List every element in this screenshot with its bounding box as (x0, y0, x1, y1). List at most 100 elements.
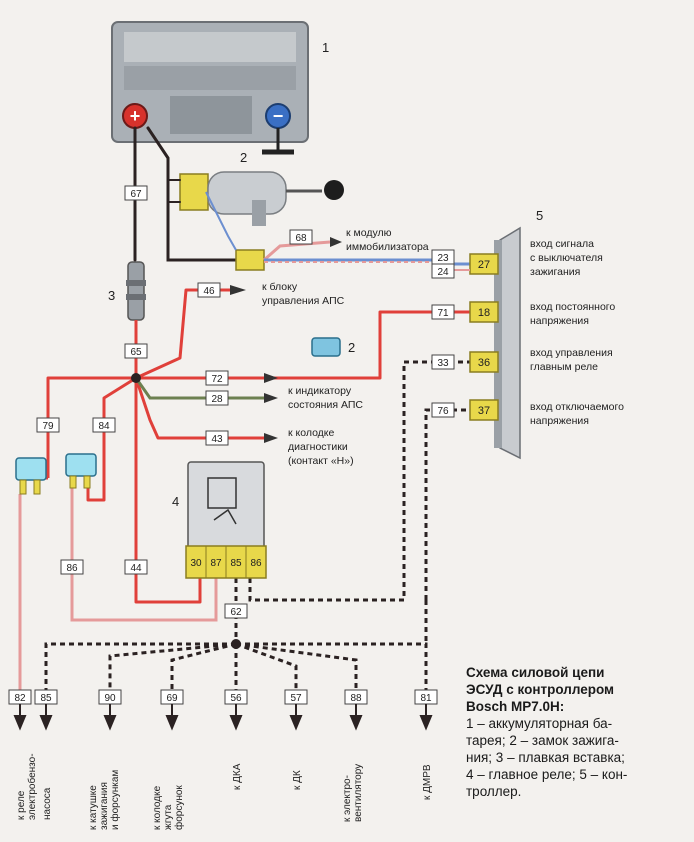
relay-pin-85: 85 (230, 558, 242, 569)
main-relay: 4 (172, 461, 267, 579)
out-label-1b: электробензо- (26, 753, 38, 820)
annot-aps-ind-1: к индикатору (288, 385, 352, 397)
caption-title-3: Bosch MP7.0H: (466, 699, 565, 714)
label-pin-18-2: напряжения (530, 315, 589, 327)
caption-title-2: ЭСУД с контроллером (466, 682, 615, 697)
wire-68: 68 (295, 233, 307, 244)
wire-67: 67 (130, 189, 142, 200)
svg-text:к электро- вентилятору: к электро- вентилятору (342, 764, 364, 822)
svg-text:к ДКА: к ДКА (232, 763, 243, 790)
wire-33: 33 (437, 358, 449, 369)
wire-71: 71 (437, 308, 449, 319)
controller: 5 (494, 208, 543, 460)
relay-pin-87: 87 (210, 558, 222, 569)
fusible-link: 3 (108, 261, 146, 321)
relay-pin-30: 30 (190, 558, 202, 569)
fusible-link-number: 3 (108, 288, 115, 303)
annot-immo-1: к модулю (346, 227, 392, 239)
out-num-5: 56 (230, 693, 242, 704)
out-num-6: 57 (290, 693, 302, 704)
out-label-6: к ДК (292, 770, 303, 790)
battery-number: 1 (322, 40, 329, 55)
out-label-2: насоса (42, 787, 53, 820)
pin-27: 27 (478, 259, 490, 271)
wire-86: 86 (66, 563, 78, 574)
wire-62: 62 (230, 607, 242, 618)
annot-diag-2: диагностики (288, 441, 348, 453)
out-label-3c: и форсункам (109, 770, 121, 830)
key-icon (324, 180, 344, 200)
out-num-1: 82 (14, 693, 26, 704)
fuse-block-left (15, 453, 97, 495)
label-pin-37-1: вход отключаемого (530, 401, 624, 413)
caption-line-3: ния; 3 – плавкая вставка; (466, 750, 625, 765)
fuse-2-number: 2 (348, 340, 355, 355)
battery-minus-sign: − (273, 106, 284, 126)
out-num-2: 85 (40, 693, 52, 704)
label-pin-18-1: вход постоянного (530, 301, 615, 313)
label-pin-27-1: вход сигнала (530, 238, 594, 250)
figure-caption: Схема силовой цепи ЭСУД с контроллером B… (466, 664, 688, 800)
svg-text:к колодке жгута фо: к колодке жгута форсунок (152, 783, 185, 830)
control-network-dashed (44, 360, 470, 690)
annot-diag-3: (контакт «Н») (288, 455, 354, 467)
svg-text:насоса: насоса (42, 787, 53, 820)
pin-18: 18 (478, 307, 490, 319)
svg-text:к катушке зажигания: к катушке зажигания и форсункам (88, 770, 121, 830)
label-pin-37-2: напряжения (530, 415, 589, 427)
relay-pin-86: 86 (250, 558, 262, 569)
controller-pins (469, 253, 499, 421)
battery-plus-sign: + (130, 106, 141, 126)
out-label-4c: форсунок (173, 785, 185, 830)
out-label-8: к ДМРВ (422, 764, 433, 800)
annot-aps-block-1: к блоку (262, 281, 298, 293)
out-label-7b: вентилятору (353, 764, 364, 822)
wire-72: 72 (211, 374, 223, 385)
pin-37: 37 (478, 405, 490, 417)
out-label-4a: к колодке (152, 785, 163, 830)
annot-aps-ind-2: состояния АПС (288, 399, 363, 411)
svg-text:к ДК: к ДК (292, 770, 303, 790)
ignition-switch: 2 (179, 150, 344, 226)
out-num-4: 69 (166, 693, 178, 704)
label-pin-27-3: зажигания (530, 266, 580, 278)
svg-text:к реле электробензо-: к реле электробензо- (16, 753, 38, 820)
wire-aps-indicator (134, 377, 264, 400)
caption-title-1: Схема силовой цепи (466, 665, 605, 680)
out-label-5: к ДКА (232, 763, 243, 790)
wire-46: 46 (203, 286, 215, 297)
out-num-3: 90 (104, 693, 116, 704)
out-label-1a: к реле (16, 790, 27, 820)
wire-76: 76 (437, 406, 449, 417)
label-pin-36-1: вход управления (530, 347, 613, 359)
wire-65: 65 (130, 347, 142, 358)
wire-84: 84 (98, 421, 110, 432)
out-label-3a: к катушке (88, 785, 99, 830)
wire-79: 79 (42, 421, 54, 432)
ignition-number: 2 (240, 150, 247, 165)
bottom-arrows (13, 704, 433, 731)
out-label-3b: зажигания (99, 782, 110, 830)
out-num-7: 88 (350, 693, 362, 704)
wire-23: 23 (437, 253, 449, 264)
bottom-outputs: 82 85 90 69 56 57 88 81 (8, 689, 438, 705)
svg-text:к ДМРВ: к ДМРВ (422, 764, 433, 800)
pin-36: 36 (478, 357, 490, 369)
annot-diag-1: к колодке (288, 427, 335, 439)
annot-aps-block-2: управления АПС (262, 295, 345, 307)
wire-43: 43 (211, 434, 223, 445)
caption-line-4: 4 – главное реле; 5 – кон- (466, 767, 628, 782)
fuse-2: 2 (311, 337, 355, 357)
controller-number: 5 (536, 208, 543, 223)
caption-line-1: 1 – аккумуляторная ба- (466, 716, 613, 731)
caption-line-5: троллер. (466, 784, 522, 799)
out-label-4b: жгута (163, 804, 174, 830)
out-label-7a: к электро- (342, 775, 353, 822)
caption-line-2: тарея; 2 – замок зажига- (466, 733, 619, 748)
relay-number: 4 (172, 494, 179, 509)
wire-pink (18, 486, 218, 690)
battery: + − 1 (111, 21, 329, 155)
label-pin-27-2: с выключателя (530, 252, 603, 264)
wire-labels: 67 68 23 24 46 71 65 72 28 43 33 76 79 8… (36, 185, 455, 619)
